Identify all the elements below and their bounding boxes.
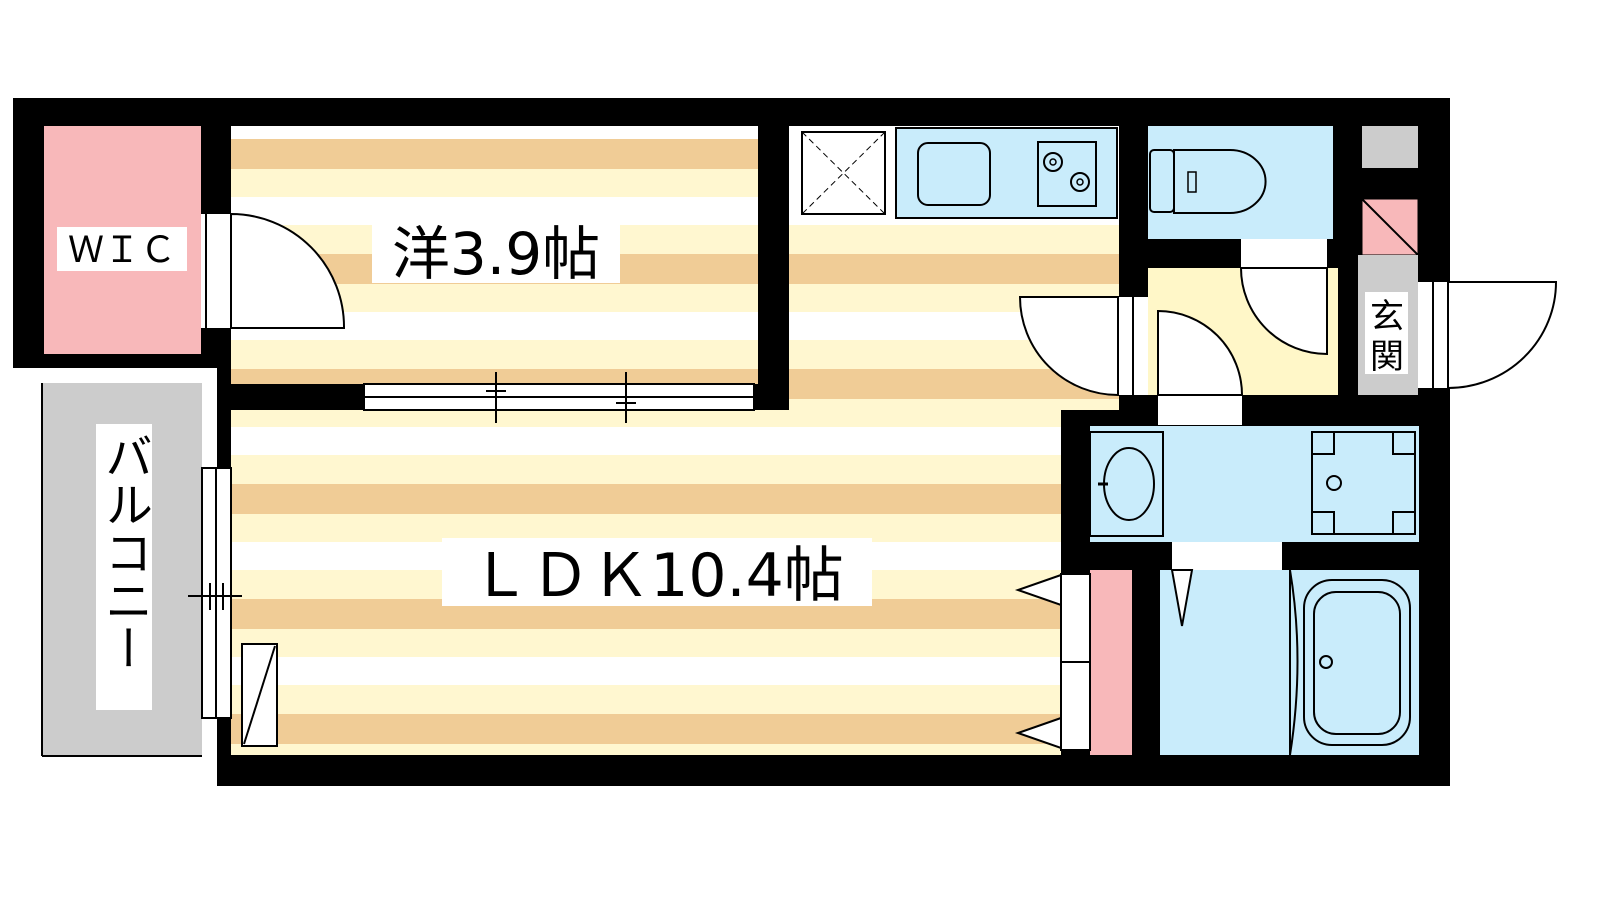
entrance-label-bg (1365, 292, 1408, 374)
wic-label: ＷＩＣ (68, 230, 176, 271)
balcony-label: バルコニー (96, 432, 152, 672)
ldk-label: ＬＤＫ10.4帖 (470, 541, 844, 611)
pipe-space (1362, 126, 1418, 168)
ldk-door-swing (1018, 296, 1119, 397)
toilet-door-swing (1240, 267, 1328, 356)
wic-door-swing (230, 213, 346, 329)
entrance-label-2: 関 (1370, 337, 1404, 377)
ldk-label-bg (442, 538, 872, 606)
washroom-door-swing (1157, 309, 1244, 396)
kitchen-sink-icon (917, 142, 991, 206)
stove-icon (1037, 141, 1097, 207)
closet (1090, 570, 1132, 755)
refrigerator-space (801, 131, 886, 215)
western-label-bg (372, 213, 620, 283)
western-room-label: 洋3.9帖 (392, 220, 600, 288)
toilet-bowl-icon (1173, 149, 1267, 214)
balcony-label-bg (96, 424, 152, 710)
toilet-tank-icon (1149, 149, 1175, 213)
entrance-door-swing (1447, 281, 1558, 390)
entrance-label-1: 玄 (1370, 297, 1404, 337)
bath-door-icon (1170, 569, 1194, 627)
